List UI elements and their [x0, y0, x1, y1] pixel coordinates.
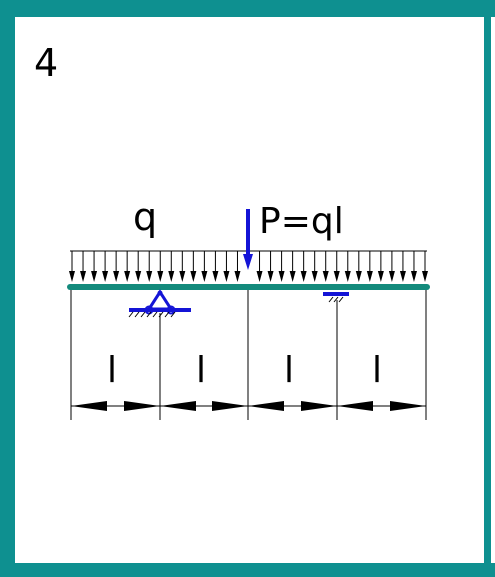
roller-support [323, 292, 349, 303]
load-arrows [69, 251, 428, 282]
frame-bottom [0, 563, 495, 577]
load-arrow-head [256, 271, 263, 282]
load-arrow-head [234, 271, 241, 282]
load-arrow-head [300, 271, 307, 282]
frame-top [0, 0, 495, 17]
load-arrow-head [113, 271, 120, 282]
pin-support [128, 289, 191, 318]
load-arrow-head [278, 271, 285, 282]
load-arrow-head [190, 271, 197, 282]
dimension-arrowhead [212, 401, 248, 411]
frame-right [484, 0, 491, 577]
frame-left [0, 0, 15, 577]
load-arrow-head [344, 271, 351, 282]
dimension-arrowhead [390, 401, 426, 411]
load-arrow-head [168, 271, 175, 282]
load-arrow-head [388, 271, 395, 282]
load-arrow-head [135, 271, 142, 282]
dimension-arrowhead [160, 401, 196, 411]
load-arrow-head [212, 271, 219, 282]
figure-number: 4 [34, 41, 58, 85]
load-arrow-head [146, 271, 153, 282]
load-arrow-head [102, 271, 109, 282]
load-arrow-head [223, 271, 230, 282]
force-arrow [243, 209, 253, 270]
load-arrow-head [410, 271, 417, 282]
force-label: P=ql [259, 201, 344, 242]
load-arrow-head [377, 271, 384, 282]
load-arrow-head [289, 271, 296, 282]
load-arrow-head [124, 271, 131, 282]
dimension-arrowhead [337, 401, 373, 411]
load-arrow-head [322, 271, 329, 282]
load-arrow-head [69, 271, 75, 282]
span-label: l [284, 350, 294, 391]
dimension-lines [71, 401, 426, 411]
load-arrow-head [157, 271, 164, 282]
dimension-arrowhead [301, 401, 337, 411]
load-arrow-head [399, 271, 406, 282]
load-arrow-head [422, 271, 428, 282]
dimension-arrowhead [124, 401, 160, 411]
load-arrow-head [179, 271, 186, 282]
load-arrow-head [80, 271, 87, 282]
dimension-arrowhead [248, 401, 284, 411]
dimension-arrowhead [71, 401, 107, 411]
load-label: q [133, 195, 157, 239]
load-arrow-head [355, 271, 362, 282]
span-label: l [196, 350, 206, 391]
dimension-extension-lines [70, 290, 427, 420]
span-label: l [107, 350, 117, 391]
load-arrow-head [267, 271, 274, 282]
load-arrow-head [201, 271, 208, 282]
load-arrow-head [366, 271, 373, 282]
span-label: l [372, 350, 382, 391]
load-arrow-head [91, 271, 98, 282]
load-arrow-head [311, 271, 318, 282]
load-arrow-head [333, 271, 340, 282]
